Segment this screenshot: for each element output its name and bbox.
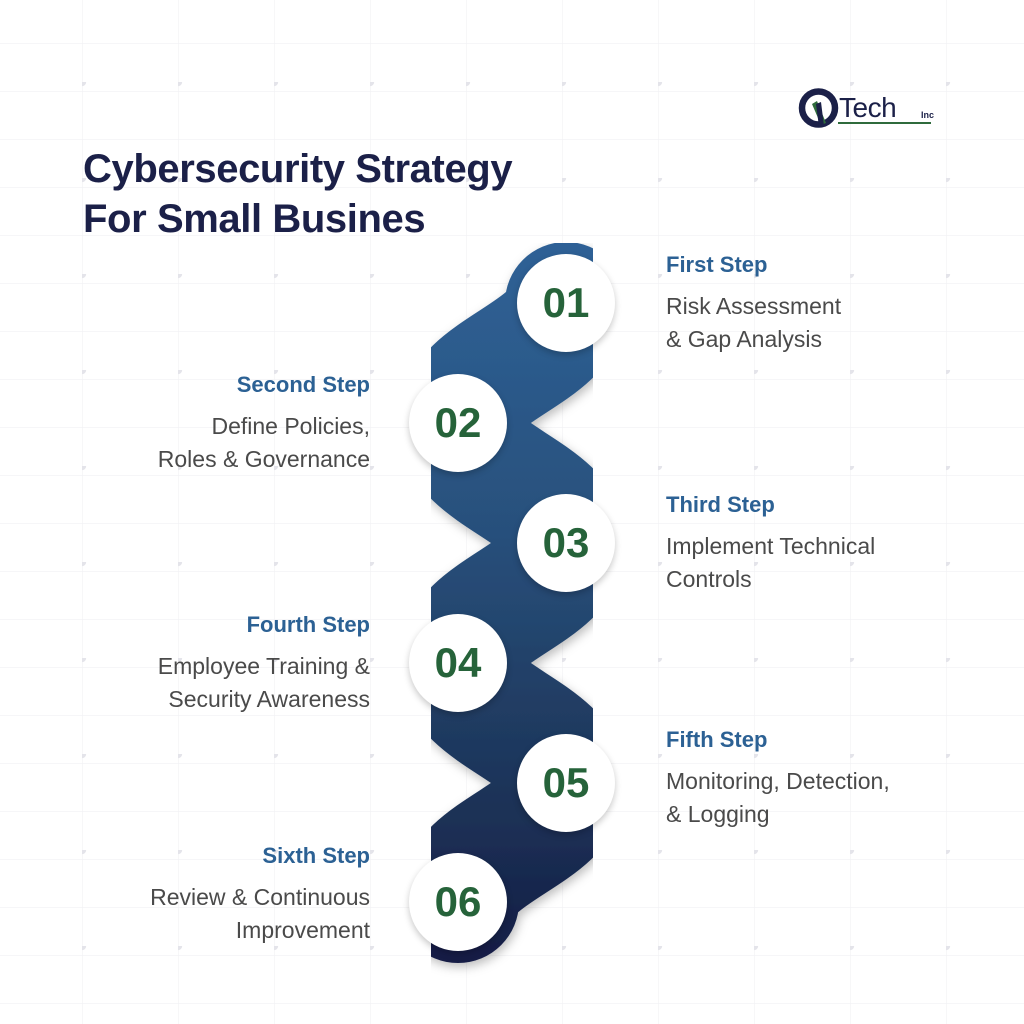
step-desc-06-line-2: Improvement [235, 917, 370, 944]
step-badge-01[interactable]: 01 [517, 254, 615, 352]
step-desc-05: Monitoring, Detection, & Logging [666, 765, 966, 830]
step-badge-03[interactable]: 03 [517, 494, 615, 592]
step-number-06: 06 [434, 878, 482, 925]
logo-suffix: Inc [921, 110, 934, 120]
step-number-02: 02 [434, 399, 482, 446]
step-badge-02[interactable]: 02 [409, 374, 507, 472]
step-desc-04: Employee Training & Security Awareness [50, 650, 370, 715]
step-desc-01: Risk Assessment & Gap Analysis [666, 290, 966, 355]
step-title-01: First Step [666, 252, 768, 277]
step-text-06: Sixth Step Review & Continuous Improveme… [50, 843, 370, 947]
step-badge-04[interactable]: 04 [409, 614, 507, 712]
step-title-02: Second Step [236, 372, 370, 397]
step-text-02: Second Step Define Policies, Roles & Gov… [50, 372, 370, 476]
step-text-04: Fourth Step Employee Training & Security… [50, 612, 370, 716]
logo-wordmark: Tech [839, 92, 896, 123]
step-badge-06[interactable]: 06 [409, 853, 507, 951]
step-desc-02: Define Policies, Roles & Governance [50, 410, 370, 475]
step-badge-05[interactable]: 05 [517, 734, 615, 832]
step-desc-03-line-2: Controls [666, 566, 752, 593]
step-number-04: 04 [434, 639, 482, 686]
step-number-01: 01 [542, 279, 590, 326]
step-desc-01-line-2: & Gap Analysis [666, 326, 822, 353]
step-desc-03-line-1: Implement Technical [666, 533, 876, 560]
step-title-03: Third Step [666, 492, 775, 517]
step-desc-05-line-1: Monitoring, Detection, [666, 768, 890, 795]
step-desc-05-line-2: & Logging [666, 801, 770, 828]
step-desc-02-line-1: Define Policies, [211, 413, 370, 440]
step-desc-04-line-1: Employee Training & [157, 653, 370, 680]
step-number-05: 05 [542, 759, 590, 806]
step-title-05: Fifth Step [666, 727, 768, 752]
page-title: Cybersecurity Strategy For Small Busines [83, 144, 643, 244]
step-desc-03: Implement Technical Controls [666, 530, 966, 595]
logo-q-mark [798, 88, 839, 128]
step-desc-06-line-1: Review & Continuous [150, 884, 370, 911]
step-desc-01-line-1: Risk Assessment [666, 293, 842, 320]
step-text-01: First Step Risk Assessment & Gap Analysi… [666, 252, 966, 356]
step-title-04: Fourth Step [246, 612, 370, 637]
step-text-03: Third Step Implement Technical Controls [666, 492, 966, 596]
page-title-line-1: Cybersecurity Strategy [83, 146, 513, 191]
step-desc-06: Review & Continuous Improvement [50, 881, 370, 946]
step-title-06: Sixth Step [262, 843, 370, 868]
page-title-line-2: For Small Busines [83, 196, 426, 241]
qtech-logo[interactable]: Tech Inc [795, 86, 950, 134]
step-text-05: Fifth Step Monitoring, Detection, & Logg… [666, 727, 966, 831]
step-desc-04-line-2: Security Awareness [168, 686, 370, 713]
step-desc-02-line-2: Roles & Governance [157, 446, 370, 473]
logo-underline [838, 122, 931, 124]
step-number-03: 03 [542, 519, 590, 566]
